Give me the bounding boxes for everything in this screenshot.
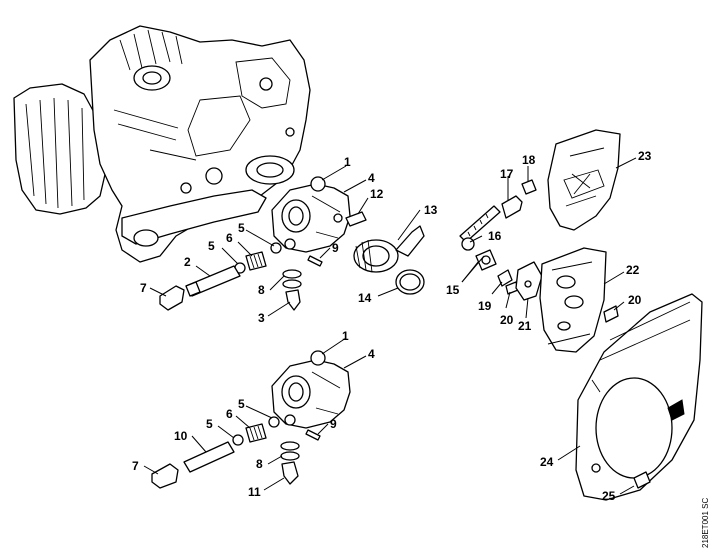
callout-4: 4 bbox=[368, 347, 375, 361]
callout-1: 1 bbox=[342, 329, 349, 343]
oil-pump-lower bbox=[271, 359, 351, 429]
callout-5: 5 bbox=[238, 221, 245, 235]
worm-gear-13 bbox=[353, 225, 425, 273]
callout-3: 3 bbox=[258, 311, 265, 325]
callout-12: 12 bbox=[370, 187, 384, 201]
callout-21: 21 bbox=[518, 319, 532, 333]
worm-gear-2 bbox=[185, 281, 201, 297]
callout-8: 8 bbox=[256, 457, 263, 471]
leader-lines bbox=[143, 157, 637, 495]
callout-20: 20 bbox=[628, 293, 642, 307]
washer-5c bbox=[268, 416, 280, 428]
callout-5: 5 bbox=[208, 239, 215, 253]
callout-6: 6 bbox=[226, 407, 233, 421]
callout-20: 20 bbox=[500, 313, 514, 327]
callout-19: 19 bbox=[478, 299, 492, 313]
o-ring-8c bbox=[280, 441, 300, 451]
callout-24: 24 bbox=[540, 455, 554, 469]
pin-9 bbox=[307, 255, 323, 267]
o-ring-8d bbox=[280, 451, 300, 461]
callout-4: 4 bbox=[368, 171, 375, 185]
callout-8: 8 bbox=[258, 283, 265, 297]
guard-plate-23 bbox=[547, 129, 621, 231]
callout-13: 13 bbox=[424, 203, 438, 217]
callout-17: 17 bbox=[500, 167, 514, 181]
callout-6: 6 bbox=[226, 231, 233, 245]
cap-7a bbox=[159, 285, 185, 311]
callout-labels: 1 4 12 13 9 14 5 6 5 2 7 8 3 17 18 23 16… bbox=[132, 149, 652, 503]
callout-7: 7 bbox=[140, 281, 147, 295]
oil-pump-upper bbox=[271, 183, 351, 253]
plug-1b bbox=[310, 350, 326, 366]
washer-5d bbox=[232, 434, 244, 446]
callout-11: 11 bbox=[248, 485, 261, 499]
callout-5: 5 bbox=[206, 417, 213, 431]
screw-25 bbox=[633, 471, 651, 489]
o-ring-8a bbox=[282, 269, 302, 279]
drawing-code: 218ET001 SC bbox=[701, 498, 710, 548]
callout-1: 1 bbox=[344, 155, 351, 169]
callout-18: 18 bbox=[522, 153, 536, 167]
callout-2: 2 bbox=[184, 255, 191, 269]
fitting-11 bbox=[281, 461, 299, 485]
callout-25: 25 bbox=[602, 489, 616, 503]
spring-ring-14-inner bbox=[399, 273, 421, 291]
callout-23: 23 bbox=[638, 149, 652, 163]
tensioner-slide-17 bbox=[501, 195, 523, 219]
callout-14: 14 bbox=[358, 291, 372, 305]
pump-shaft-10 bbox=[183, 441, 235, 473]
callout-9: 9 bbox=[332, 241, 339, 255]
cap-7b bbox=[151, 463, 179, 489]
callout-22: 22 bbox=[626, 263, 640, 277]
washer-16 bbox=[461, 237, 475, 251]
nut-18 bbox=[521, 179, 537, 195]
screw-12 bbox=[345, 211, 367, 227]
crankcase-housing bbox=[13, 25, 311, 263]
callout-9: 9 bbox=[330, 417, 337, 431]
callout-5: 5 bbox=[238, 397, 245, 411]
callout-7: 7 bbox=[132, 459, 139, 473]
o-ring-8b bbox=[282, 279, 302, 289]
callout-10: 10 bbox=[174, 429, 188, 443]
suction-fitting-3 bbox=[285, 289, 301, 311]
callout-15: 15 bbox=[446, 283, 460, 297]
sprocket-cover-24 bbox=[575, 293, 703, 501]
pin-9b bbox=[305, 429, 321, 441]
callout-16: 16 bbox=[488, 229, 502, 243]
plug-1 bbox=[310, 176, 326, 192]
washer-5a bbox=[270, 242, 282, 254]
